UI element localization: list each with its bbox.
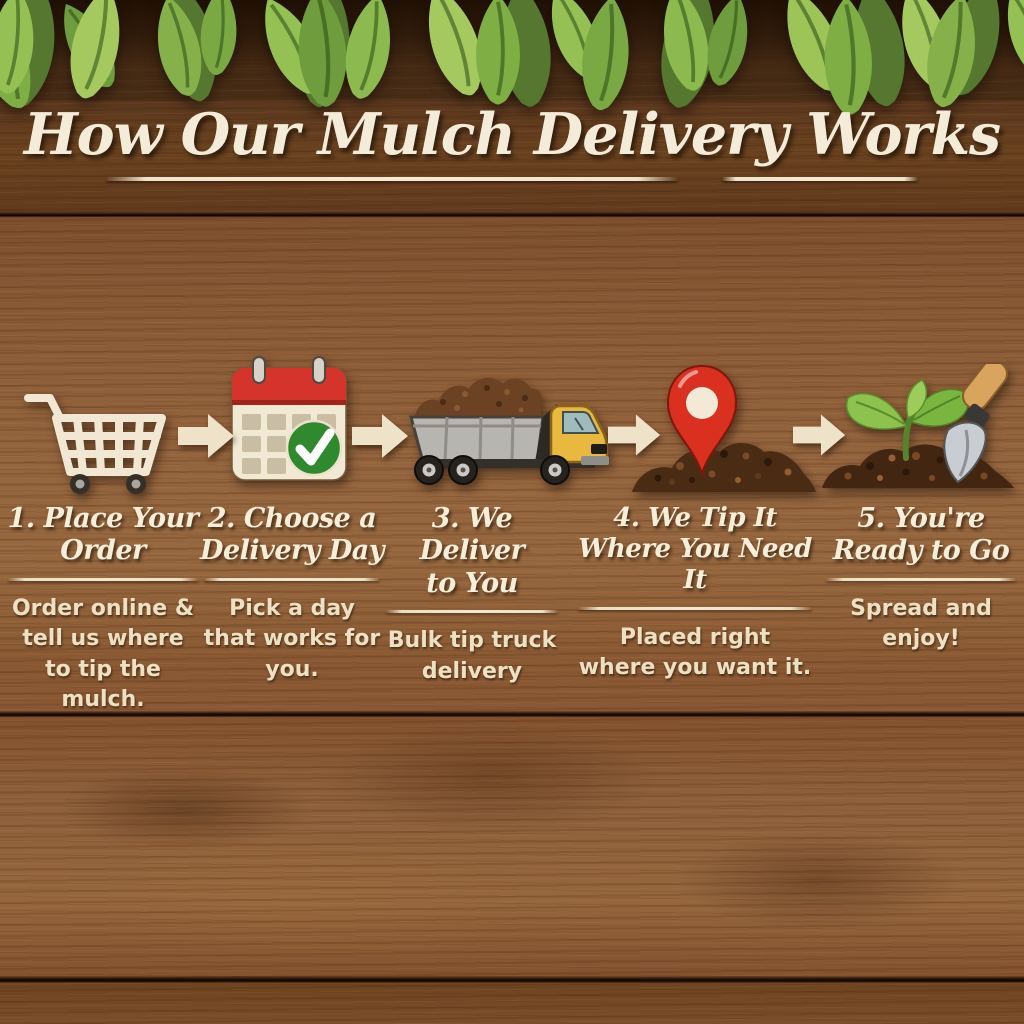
step-divider [385, 610, 559, 614]
step-divider [203, 577, 381, 581]
step-heading: 5. You're Ready to Go [818, 503, 1024, 568]
page-title: How Our Mulch Delivery Works [23, 101, 1001, 168]
arrow-right-icon [352, 412, 410, 460]
step-divider [578, 606, 812, 610]
plank-seam [0, 711, 1024, 718]
step-heading-line: Order [60, 535, 146, 567]
step-heading: 2. Choose a Delivery Day [196, 503, 388, 568]
step-description-line: delivery [421, 658, 523, 684]
step-description-line: Spread and [850, 595, 992, 621]
step-heading-line: 5. You're [857, 503, 985, 534]
step-description-line: enjoy! [882, 626, 960, 652]
step-divider [8, 577, 198, 581]
step-heading: 1. Place Your Order [0, 503, 206, 568]
step-description-line: to tip the mulch. [45, 656, 161, 712]
step-description: Pick a day that works for you. [196, 594, 388, 685]
arrow-right-icon [178, 412, 236, 460]
step-description-line: that works for you. [203, 626, 381, 682]
step-4-we-tip-it-where-you-need-it: 4. We Tip It Where You Need It Placed ri… [568, 503, 822, 683]
step-heading-line: to You [426, 567, 518, 599]
step-heading-line: 3. We Deliver [419, 503, 525, 567]
calendar-check-icon [228, 356, 350, 484]
title-underline-segment [722, 177, 918, 181]
plank-seam [0, 212, 1024, 218]
plank-seam [0, 976, 1024, 984]
title-underline [106, 177, 918, 181]
step-heading-line: Ready to Go [832, 535, 1010, 567]
dump-truck-icon [405, 362, 610, 487]
shopping-cart-icon [20, 384, 172, 496]
step-description-line: Pick a day [229, 595, 355, 621]
step-heading-line: 2. Choose a [207, 503, 377, 534]
step-description: Spread and enjoy! [818, 594, 1024, 655]
step-heading: 3. We Deliver to You [378, 503, 566, 600]
arrow-right-icon [793, 412, 847, 458]
seedling-and-trowel-icon [820, 364, 1018, 494]
step-description: Placed right where you want it. [568, 623, 822, 684]
step-description-line: where you want it. [578, 654, 812, 680]
step-3-we-deliver-to-you: 3. We Deliver to You Bulk tip truck deli… [378, 503, 566, 687]
step-description-line: Bulk tip truck [387, 628, 557, 654]
step-1-place-your-order: 1. Place Your Order Order online & tell … [0, 503, 206, 715]
title-underline-segment [106, 177, 678, 181]
step-heading-line: Delivery Day [200, 535, 384, 567]
step-description: Bulk tip truck delivery [378, 626, 566, 687]
step-description: Order online & tell us where to tip the … [0, 594, 206, 715]
step-description-line: tell us where [22, 626, 184, 652]
step-2-choose-a-delivery-day: 2. Choose a Delivery Day Pick a day that… [196, 503, 388, 685]
step-description-line: Placed right [619, 624, 771, 650]
step-divider [826, 577, 1016, 581]
arrow-right-icon [608, 412, 662, 458]
step-heading-line: 4. We Tip It [613, 503, 777, 533]
step-heading-line: 1. Place Your [7, 503, 199, 534]
step-description-line: Order online & [11, 595, 194, 621]
location-pin-mulch-pile-icon [628, 358, 818, 498]
step-heading-line: Where You Need It [578, 534, 812, 596]
step-heading: 4. We Tip It Where You Need It [568, 503, 822, 597]
step-5-youre-ready-to-go: 5. You're Ready to Go Spread and enjoy! [818, 503, 1024, 655]
